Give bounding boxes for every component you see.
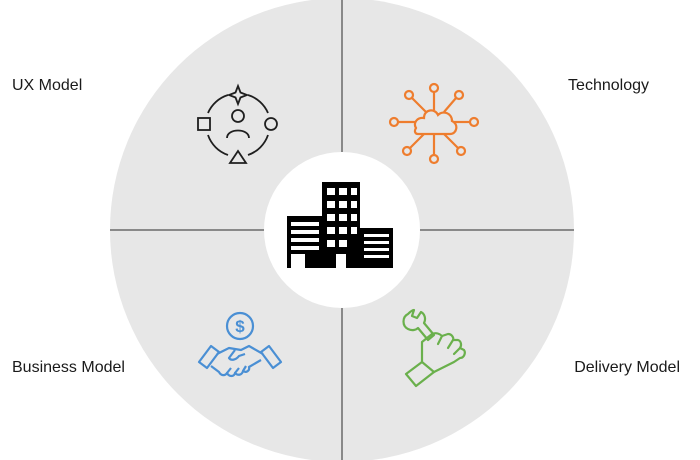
- handshake-dollar-icon: $: [197, 311, 283, 378]
- wrench-hand-icon: [402, 308, 466, 388]
- cloud-network-icon: [388, 82, 480, 165]
- business-model-label: Business Model: [12, 359, 125, 376]
- user-experience-icon: [197, 83, 278, 164]
- office-buildings-icon: [287, 182, 393, 268]
- technology-label: Technology: [568, 77, 649, 94]
- svg-text:$: $: [235, 317, 245, 336]
- delivery-model-label: Delivery Model: [574, 359, 680, 376]
- ux-model-label: UX Model: [12, 77, 83, 94]
